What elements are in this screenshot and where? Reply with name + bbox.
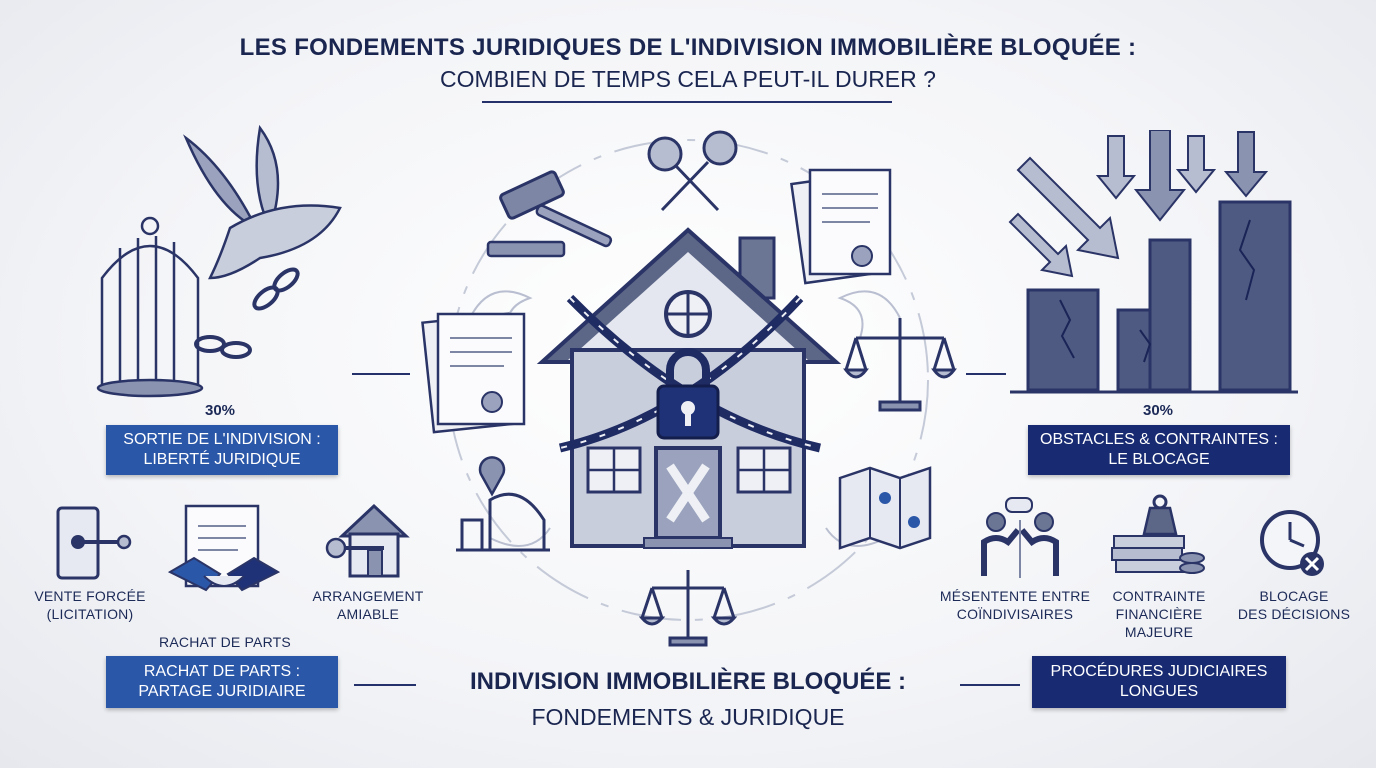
title-underline (482, 101, 892, 103)
left-percent: 30% (204, 402, 236, 419)
map-icon (838, 466, 932, 550)
padlock-icon (656, 348, 720, 440)
mesentente-line2: COÏNDIVISAIRES (956, 606, 1074, 622)
house-icon (536, 227, 842, 549)
mesentente-label: MÉSENTENTE ENTRE COÏNDIVISAIRES (932, 587, 1098, 623)
scales-of-justice-icon (843, 318, 957, 412)
connector-bottom-left (354, 684, 416, 686)
contrainte-line1: CONTRAINTE (1112, 588, 1206, 604)
connector-bottom-right (960, 684, 1020, 686)
contrainte-financiere-label: CONTRAINTE FINANCIÈRE MAJEURE (1096, 587, 1222, 641)
location-pin-icon (456, 456, 550, 552)
blocage-line2: DES DÉCISIONS (1237, 606, 1351, 622)
vente-forcee-label: VENTE FORCÉE (LICITATION) (20, 587, 160, 623)
rachat-parts-line1: RACHAT DE PARTS (159, 634, 291, 650)
procedures-badge-line2: LONGUES (1119, 683, 1199, 700)
contrainte-line3: MAJEURE (1124, 624, 1194, 640)
blocage-line1: BLOCAGE (1259, 588, 1329, 604)
arrangement-amiable-label: ARRANGEMENT AMIABLE (300, 587, 436, 623)
bird-cage-illustration (96, 124, 342, 398)
vente-forcee-line2: (LICITATION) (46, 606, 134, 622)
cracked-pillar-icon (1026, 200, 1292, 392)
liberte-badge-line2: LIBERTÉ JURIDIQUE (143, 451, 301, 468)
blocage-badge: OBSTACLES & CONTRAINTES : LE BLOCAGE (1028, 425, 1290, 475)
safe-key-icon (56, 506, 132, 580)
connector-right (966, 373, 1006, 375)
partage-badge: RACHAT DE PARTS : PARTAGE JURIDIAIRE (106, 656, 338, 708)
birdcage-icon (96, 216, 204, 398)
gavel-icon (486, 170, 613, 258)
arrangement-line2: AMIABLE (336, 606, 400, 622)
main-title: LES FONDEMENTS JURIDIQUES DE L'INDIVISIO… (239, 34, 1137, 61)
procedures-badge: PROCÉDURES JUDICIAIRES LONGUES (1032, 656, 1286, 708)
blocage-badge-line2: LE BLOCAGE (1108, 451, 1210, 468)
dispute-icon (981, 497, 1059, 578)
blocage-badge-line1: OBSTACLES & CONTRAINTES : (1040, 431, 1278, 448)
cracked-pillars-illustration (1008, 130, 1298, 394)
center-title: INDIVISION IMMOBILIÈRE BLOQUÉE : (469, 668, 907, 695)
mesentente-line1: MÉSENTENTE ENTRE (939, 588, 1091, 604)
contract-document-icon (421, 312, 526, 434)
weight-money-icon (1111, 494, 1205, 574)
down-arrows-icon (1008, 130, 1269, 278)
connector-left (352, 373, 410, 375)
house-key-icon (325, 503, 410, 578)
contrainte-line2: FINANCIÈRE (1115, 606, 1203, 622)
handshake-icon (167, 504, 281, 592)
arrangement-line1: ARRANGEMENT (312, 588, 424, 604)
liberte-badge: SORTIE DE L'INDIVISION : LIBERTÉ JURIDIQ… (106, 425, 338, 475)
partage-badge-line1: RACHAT DE PARTS : (143, 663, 301, 680)
right-percent: 30% (1142, 402, 1174, 419)
main-subtitle: COMBIEN DE TEMPS CELA PEUT-IL DURER ? (440, 66, 936, 92)
clock-cross-icon (1260, 510, 1324, 576)
center-subtitle: FONDEMENTS & JURIDIQUE (531, 704, 845, 730)
rachat-parts-label: RACHAT DE PARTS (150, 633, 300, 651)
certificate-document-icon (790, 168, 892, 285)
broken-chain-icon (194, 267, 300, 359)
dove-icon (183, 124, 342, 280)
scales-of-justice-icon-bottom (638, 570, 738, 647)
liberte-badge-line1: SORTIE DE L'INDIVISION : (123, 431, 321, 448)
keys-icon (647, 130, 738, 212)
partage-badge-line2: PARTAGE JURIDIAIRE (138, 683, 306, 700)
procedures-badge-line1: PROCÉDURES JUDICIAIRES (1050, 663, 1268, 680)
central-illustration (421, 130, 957, 647)
vente-forcee-line1: VENTE FORCÉE (34, 588, 146, 604)
blocage-decisions-label: BLOCAGE DES DÉCISIONS (1226, 587, 1362, 623)
